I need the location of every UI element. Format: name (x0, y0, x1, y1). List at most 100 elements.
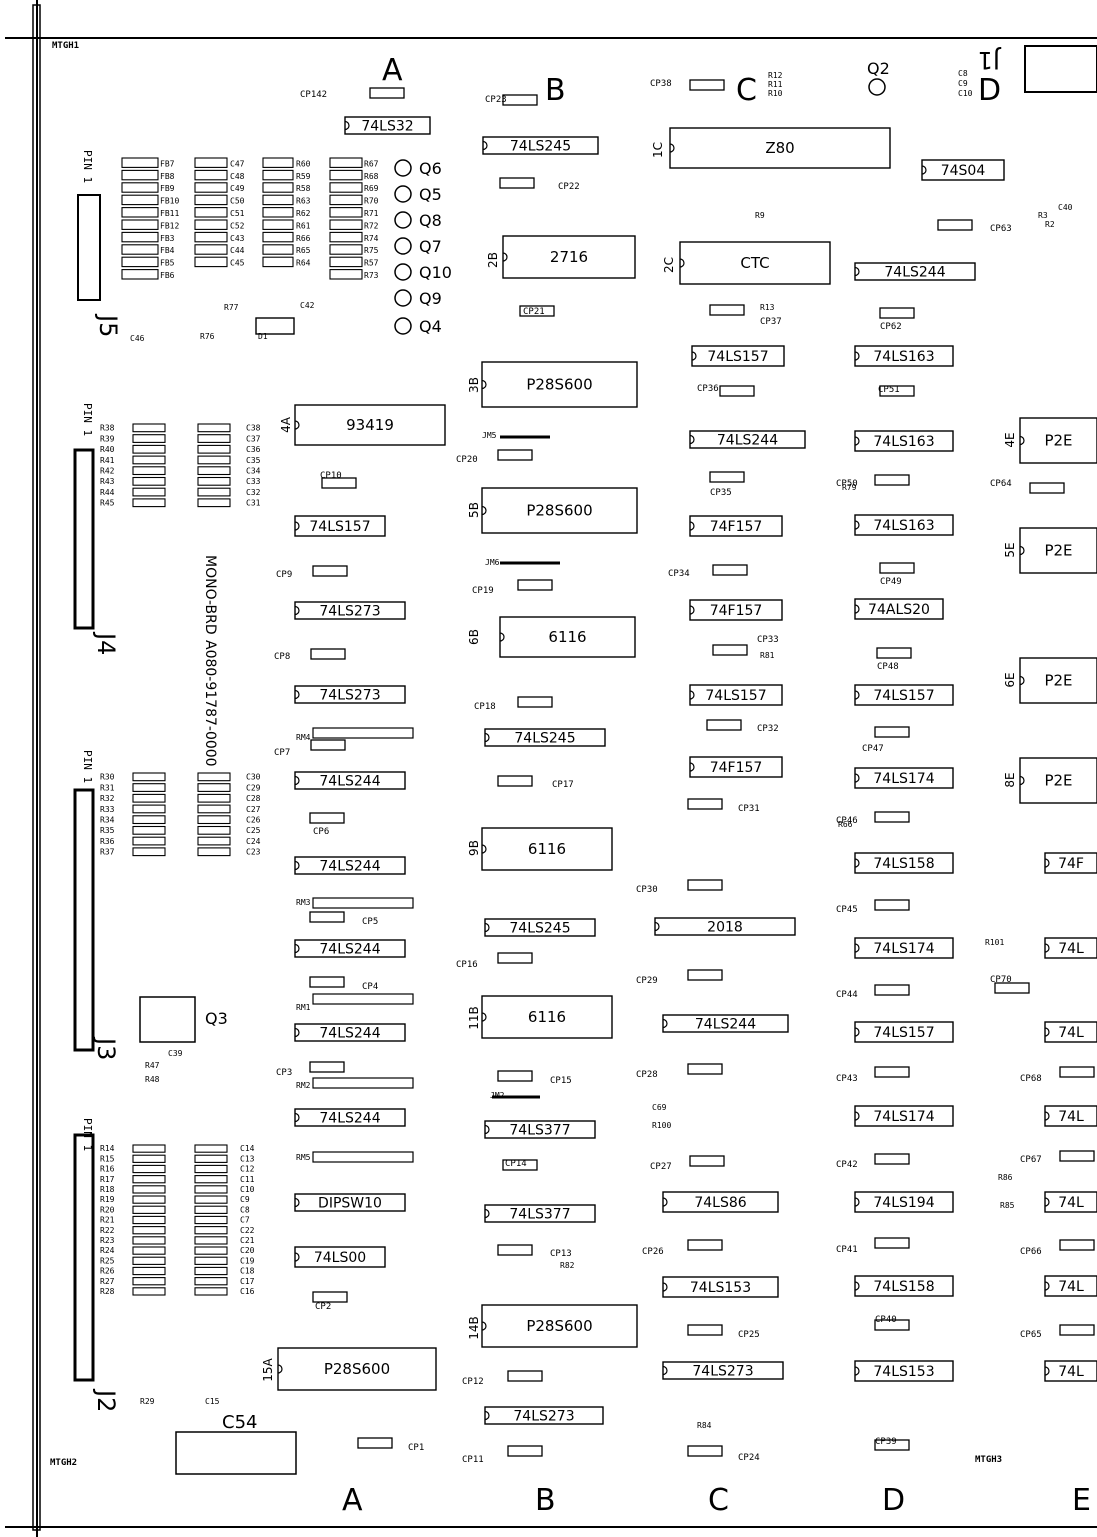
chip-part-label: 74LS163 (873, 349, 934, 365)
small-component-ref: RM3 (296, 898, 311, 907)
bypass-capacitor: CP38 (650, 79, 725, 91)
passive-component: C17 (194, 1277, 255, 1286)
component-ref: R31 (100, 783, 115, 792)
ic-chip: P2E (1019, 417, 1097, 464)
ic-chip: 74L (1044, 937, 1097, 959)
mounting-label: MTGH2 (50, 1458, 77, 1468)
ic-chip: 74LS244 (662, 1014, 789, 1033)
capacitor-ref: CP46 (836, 816, 858, 826)
capacitor-ref: CP11 (462, 1455, 484, 1465)
component-ref: R23 (100, 1236, 115, 1245)
capacitor-ref: CP31 (738, 804, 760, 814)
component-ref: C30 (246, 773, 261, 782)
capacitor-ref: CP4 (362, 982, 378, 992)
socket-designator: 9B (467, 840, 481, 856)
capacitor-ref: CP29 (636, 976, 658, 986)
socket-designator: 1C (651, 142, 665, 158)
component-ref: C45 (230, 259, 245, 268)
ic-chip: 2018 (654, 917, 796, 936)
passive-component: C35 (197, 455, 261, 465)
capacitor-ref: CP40 (875, 1315, 897, 1325)
component-ref: C26 (246, 816, 261, 825)
component-ref: C36 (246, 445, 261, 454)
chip-part-label: 74LS163 (873, 434, 934, 450)
passive-component: R59 (262, 169, 311, 181)
capacitor-ref: CP8 (274, 652, 290, 662)
capacitor-ref: CP32 (757, 724, 779, 734)
chip-part-label: 74LS273 (692, 1364, 753, 1380)
component-ref: FB11 (160, 209, 179, 218)
small-component-ref: C39 (168, 1049, 183, 1058)
component-ref: C9 (240, 1195, 250, 1204)
bypass-capacitor: CP67 (1020, 1150, 1095, 1165)
component-ref: C17 (240, 1277, 255, 1286)
bypass-capacitor: CP24 (687, 1445, 760, 1463)
col-label-bottom: B (535, 1483, 556, 1518)
ic-chip: 74LS163 (854, 514, 954, 536)
capacitor-ref: CP21 (523, 307, 545, 317)
component-ref: R18 (100, 1185, 115, 1194)
small-component-ref: C40 (1058, 203, 1073, 212)
capacitor-ref: CP27 (650, 1162, 672, 1172)
passive-component: C32 (197, 487, 261, 497)
ic-chip: 74LS273 (662, 1361, 784, 1380)
component-ref: C43 (230, 234, 245, 243)
ic-chip: 74F (1044, 852, 1097, 874)
ic-chip: P2E (1019, 757, 1097, 804)
passive-component: R24 (100, 1246, 166, 1255)
chip-part-label: 74LS245 (514, 731, 575, 747)
chip-part-label: 74L (1058, 1195, 1084, 1211)
bypass-capacitor: CP41 (836, 1237, 910, 1255)
capacitor-ref: CP37 (760, 317, 782, 327)
socket-designator: 11B (467, 1006, 481, 1030)
ic-chip: 74LS157 (294, 515, 386, 537)
component-ref: R25 (100, 1256, 115, 1265)
bypass-capacitor: CP30 (636, 879, 723, 895)
capacitor-ref: CP63 (990, 224, 1012, 234)
connector-label: J1 (978, 46, 1002, 74)
component-ref: R22 (100, 1226, 115, 1235)
capacitor-ref: CP23 (485, 95, 507, 105)
pin1-label: PIN 1 (81, 750, 94, 783)
passive-component: R60 (262, 157, 311, 168)
passive-component: R73 (329, 269, 379, 280)
small-component-ref: R10 (768, 89, 783, 98)
capacitor-ref: CP20 (456, 455, 478, 465)
capacitor-ref: CP65 (1020, 1330, 1042, 1340)
component-ref: R68 (364, 172, 379, 181)
small-component-ref: C9 (958, 79, 968, 88)
passive-component: R35 (100, 825, 166, 835)
ic-chip: 74LS273 (484, 1406, 604, 1425)
bypass-capacitor: CP40 (874, 1315, 910, 1331)
socket-designator: 14B (467, 1316, 481, 1340)
passive-component: FB12 (121, 219, 179, 230)
ic-chip: CTC (679, 241, 831, 285)
component-ref: R19 (100, 1195, 115, 1204)
chip-part-label: 74LS174 (873, 941, 934, 957)
bypass-capacitor: CP44 (836, 984, 910, 1000)
ic-chip: 74LS244 (294, 1108, 406, 1127)
socket-designator: 5E (1003, 542, 1017, 557)
passive-component: FB5 (121, 256, 175, 268)
ic-chip: 93419 (294, 404, 446, 446)
chip-part-label: 74LS158 (873, 1279, 934, 1295)
chip-part-label: 74LS244 (319, 1026, 380, 1042)
capacitor-label: C54 (222, 1412, 257, 1433)
passive-component: C7 (194, 1216, 250, 1225)
pin1-label: PIN 1 (81, 1118, 94, 1151)
chip-part-label: 6116 (548, 628, 586, 646)
ic-chip: 74LS244 (689, 430, 806, 449)
passive-component: R75 (329, 244, 379, 255)
ic-chip: P28S600 (481, 1304, 638, 1348)
component-ref: R16 (100, 1165, 115, 1174)
passive-component: R20 (100, 1205, 166, 1214)
component-ref: R15 (100, 1154, 115, 1163)
component-ref: R71 (364, 209, 379, 218)
passive-component: R71 (329, 207, 379, 218)
chip-part-label: P2E (1044, 432, 1072, 450)
chip-part-label: 74LS32 (361, 119, 413, 135)
passive-component: C33 (197, 476, 261, 486)
board-part-number: A080-91787-0000 (202, 640, 218, 767)
passive-component: C38 (197, 423, 261, 433)
passive-component: C50 (194, 194, 245, 206)
